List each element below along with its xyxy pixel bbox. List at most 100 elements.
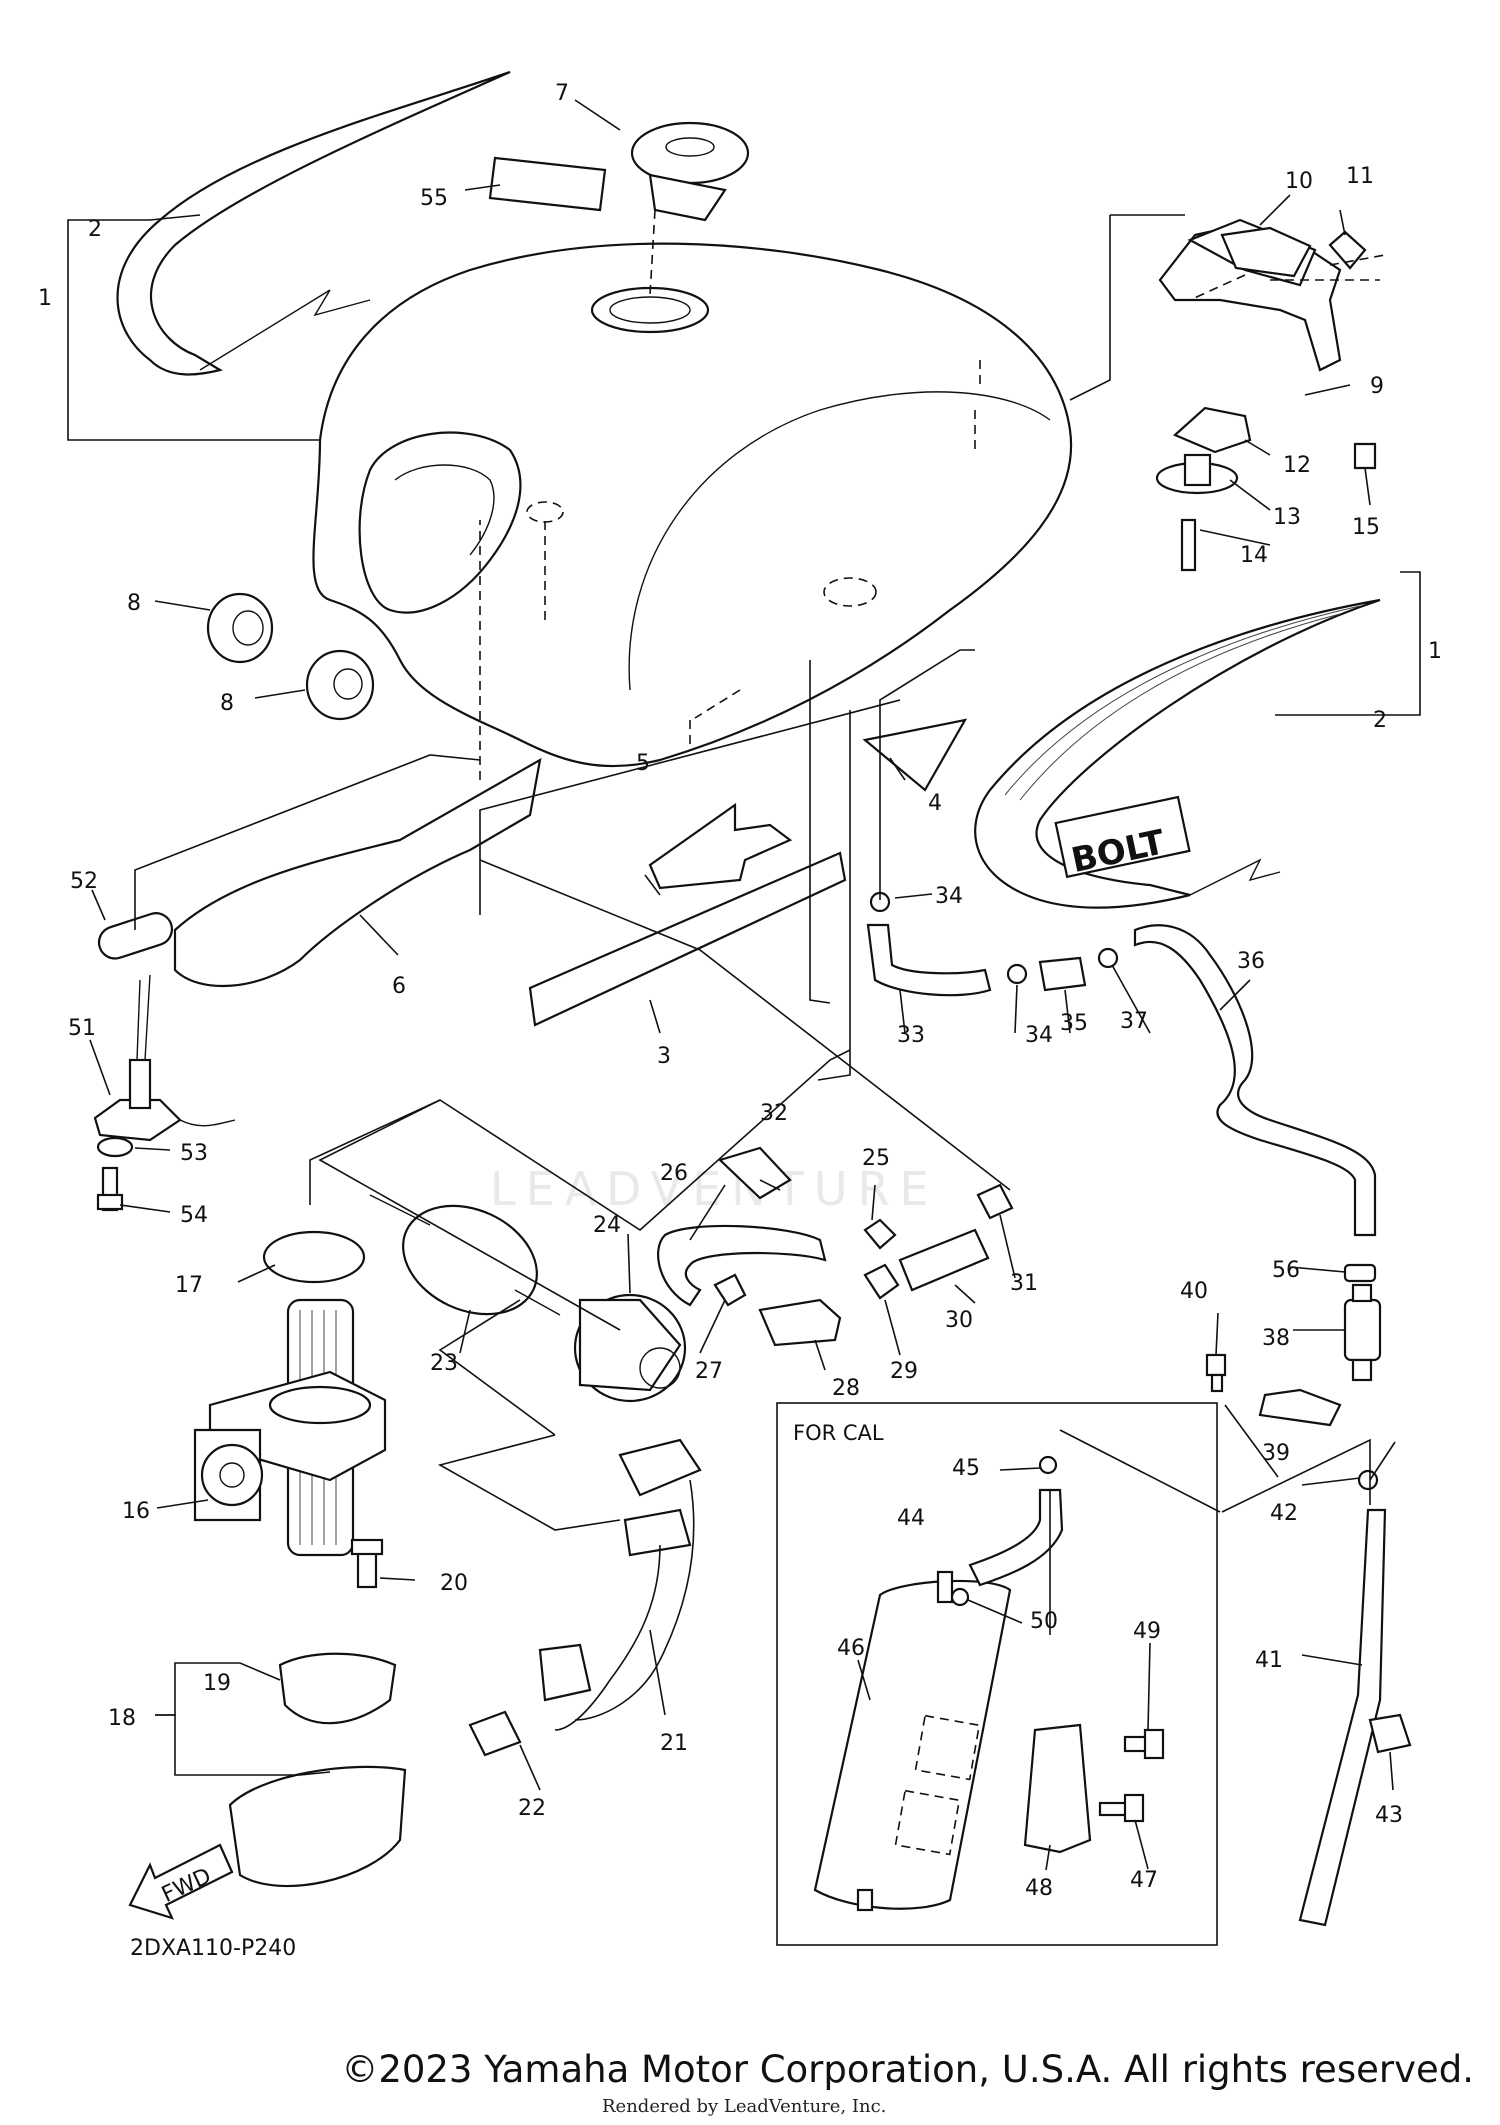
fuel-filter-23: [369, 1194, 561, 1316]
bracket-48: [1023, 1723, 1092, 1854]
callout-52: 52: [70, 869, 98, 894]
callout-18: 18: [108, 1706, 136, 1731]
clamp-31: [976, 1183, 1014, 1220]
pump-24: [573, 1293, 687, 1403]
callout-17: 17: [175, 1273, 203, 1298]
hose-30: [898, 1228, 990, 1292]
o-ring-17: [262, 1230, 366, 1284]
hose-41: [1298, 1508, 1387, 1927]
callout-24: 24: [593, 1213, 621, 1238]
valve-38: [1343, 1283, 1382, 1382]
callout-2b: 2: [1373, 708, 1387, 733]
clamp-45: [1038, 1455, 1058, 1475]
gasket-52: [97, 912, 174, 960]
callout-8a: 8: [127, 591, 141, 616]
callout-50: 50: [1030, 1609, 1058, 1634]
callout-3: 3: [657, 1044, 671, 1069]
hose-26: [657, 1224, 827, 1307]
callout-27: 27: [695, 1359, 723, 1384]
callout-10: 10: [1285, 169, 1313, 194]
fwd-arrow-icon: FWD: [128, 1843, 234, 1920]
callout-15: 15: [1352, 515, 1380, 540]
damper-5: [648, 802, 793, 890]
callout-37: 37: [1120, 1009, 1148, 1034]
canister-46: [813, 1570, 1012, 1912]
callout-8b: 8: [220, 691, 234, 716]
callout-25: 25: [862, 1146, 890, 1171]
callout-54: 54: [180, 1203, 208, 1228]
filler-cap: [630, 121, 750, 222]
tank-graphic-left: [116, 70, 511, 376]
screw-47: [1098, 1793, 1145, 1823]
cover-19: [278, 1652, 397, 1725]
side-pad-3: [528, 851, 847, 1027]
callout-14: 14: [1240, 543, 1268, 568]
tank-pad-6: [173, 757, 542, 988]
fuel-sender-51: [93, 974, 236, 1142]
callout-47: 47: [1130, 1868, 1158, 1893]
rear-bracket: [1155, 218, 1377, 572]
callout-20: 20: [440, 1571, 468, 1596]
callout-31: 31: [1010, 1271, 1038, 1296]
clamp-56: [1343, 1263, 1377, 1283]
callout-35: 35: [1060, 1011, 1088, 1036]
callout-34a: 34: [935, 884, 963, 909]
callout-41: 41: [1255, 1648, 1283, 1673]
callout-29: 29: [890, 1359, 918, 1384]
grommet-8b: [305, 649, 375, 721]
callout-2a: 2: [88, 217, 102, 242]
clamp-27: [713, 1273, 747, 1307]
callout-49: 49: [1133, 1619, 1161, 1644]
callout-28: 28: [832, 1376, 860, 1401]
bolt-49: [1123, 1728, 1165, 1760]
callout-33: 33: [897, 1023, 925, 1048]
callout-1a: 1: [38, 286, 52, 311]
callout-6: 6: [392, 974, 406, 999]
callout-36: 36: [1237, 949, 1265, 974]
callout-9: 9: [1370, 374, 1384, 399]
callout-56: 56: [1272, 1258, 1300, 1283]
callout-5: 5: [636, 751, 650, 776]
rendered-by-credit: Rendered by LeadVenture, Inc.: [602, 2096, 887, 2117]
callout-32: 32: [760, 1101, 788, 1126]
clamp-39: [1258, 1388, 1342, 1427]
hose-21: [538, 1438, 702, 1731]
fuel-pump-16: [193, 1298, 387, 1557]
callout-45: 45: [952, 1456, 980, 1481]
cover-18: [228, 1765, 407, 1888]
callout-51: 51: [68, 1016, 96, 1041]
joint-35: [1038, 956, 1087, 992]
rivet-40: [1205, 1353, 1227, 1393]
watermark-text: LEADVENTURE: [490, 1162, 939, 1216]
bolt-20: [350, 1538, 384, 1589]
clamp-25: [863, 1218, 897, 1250]
fuel-tank: [312, 242, 1073, 768]
caution-label: [488, 156, 607, 212]
tank-graphic-right: BOLT: [974, 598, 1381, 909]
callout-labels: 1 1 2 2 3 4 5 6 7 8 8 9 10 11 12 13 14 1…: [38, 81, 1442, 1901]
callout-40: 40: [1180, 1279, 1208, 1304]
callout-19: 19: [203, 1671, 231, 1696]
pipe-28: [758, 1298, 842, 1347]
callout-16: 16: [122, 1499, 150, 1524]
clip-43: [1368, 1713, 1412, 1754]
callout-12: 12: [1283, 453, 1311, 478]
leader-lines: [67, 99, 1421, 1871]
callout-1b: 1: [1428, 639, 1442, 664]
diagram-code: 2DXA110-P240: [130, 1936, 296, 1961]
callout-30: 30: [945, 1308, 973, 1333]
callout-46: 46: [837, 1636, 865, 1661]
callout-13: 13: [1273, 505, 1301, 530]
grommet-8a: [206, 592, 274, 664]
callout-4: 4: [928, 791, 942, 816]
callout-38: 38: [1262, 1326, 1290, 1351]
for-cal-inset: [776, 1402, 1218, 1946]
screw-54: [96, 1166, 124, 1212]
hose-36: [1133, 924, 1377, 1237]
clip-22: [468, 1710, 522, 1757]
hose-33: [866, 923, 992, 997]
callout-26: 26: [660, 1161, 688, 1186]
callout-7: 7: [555, 81, 569, 106]
callout-34b: 34: [1025, 1023, 1053, 1048]
